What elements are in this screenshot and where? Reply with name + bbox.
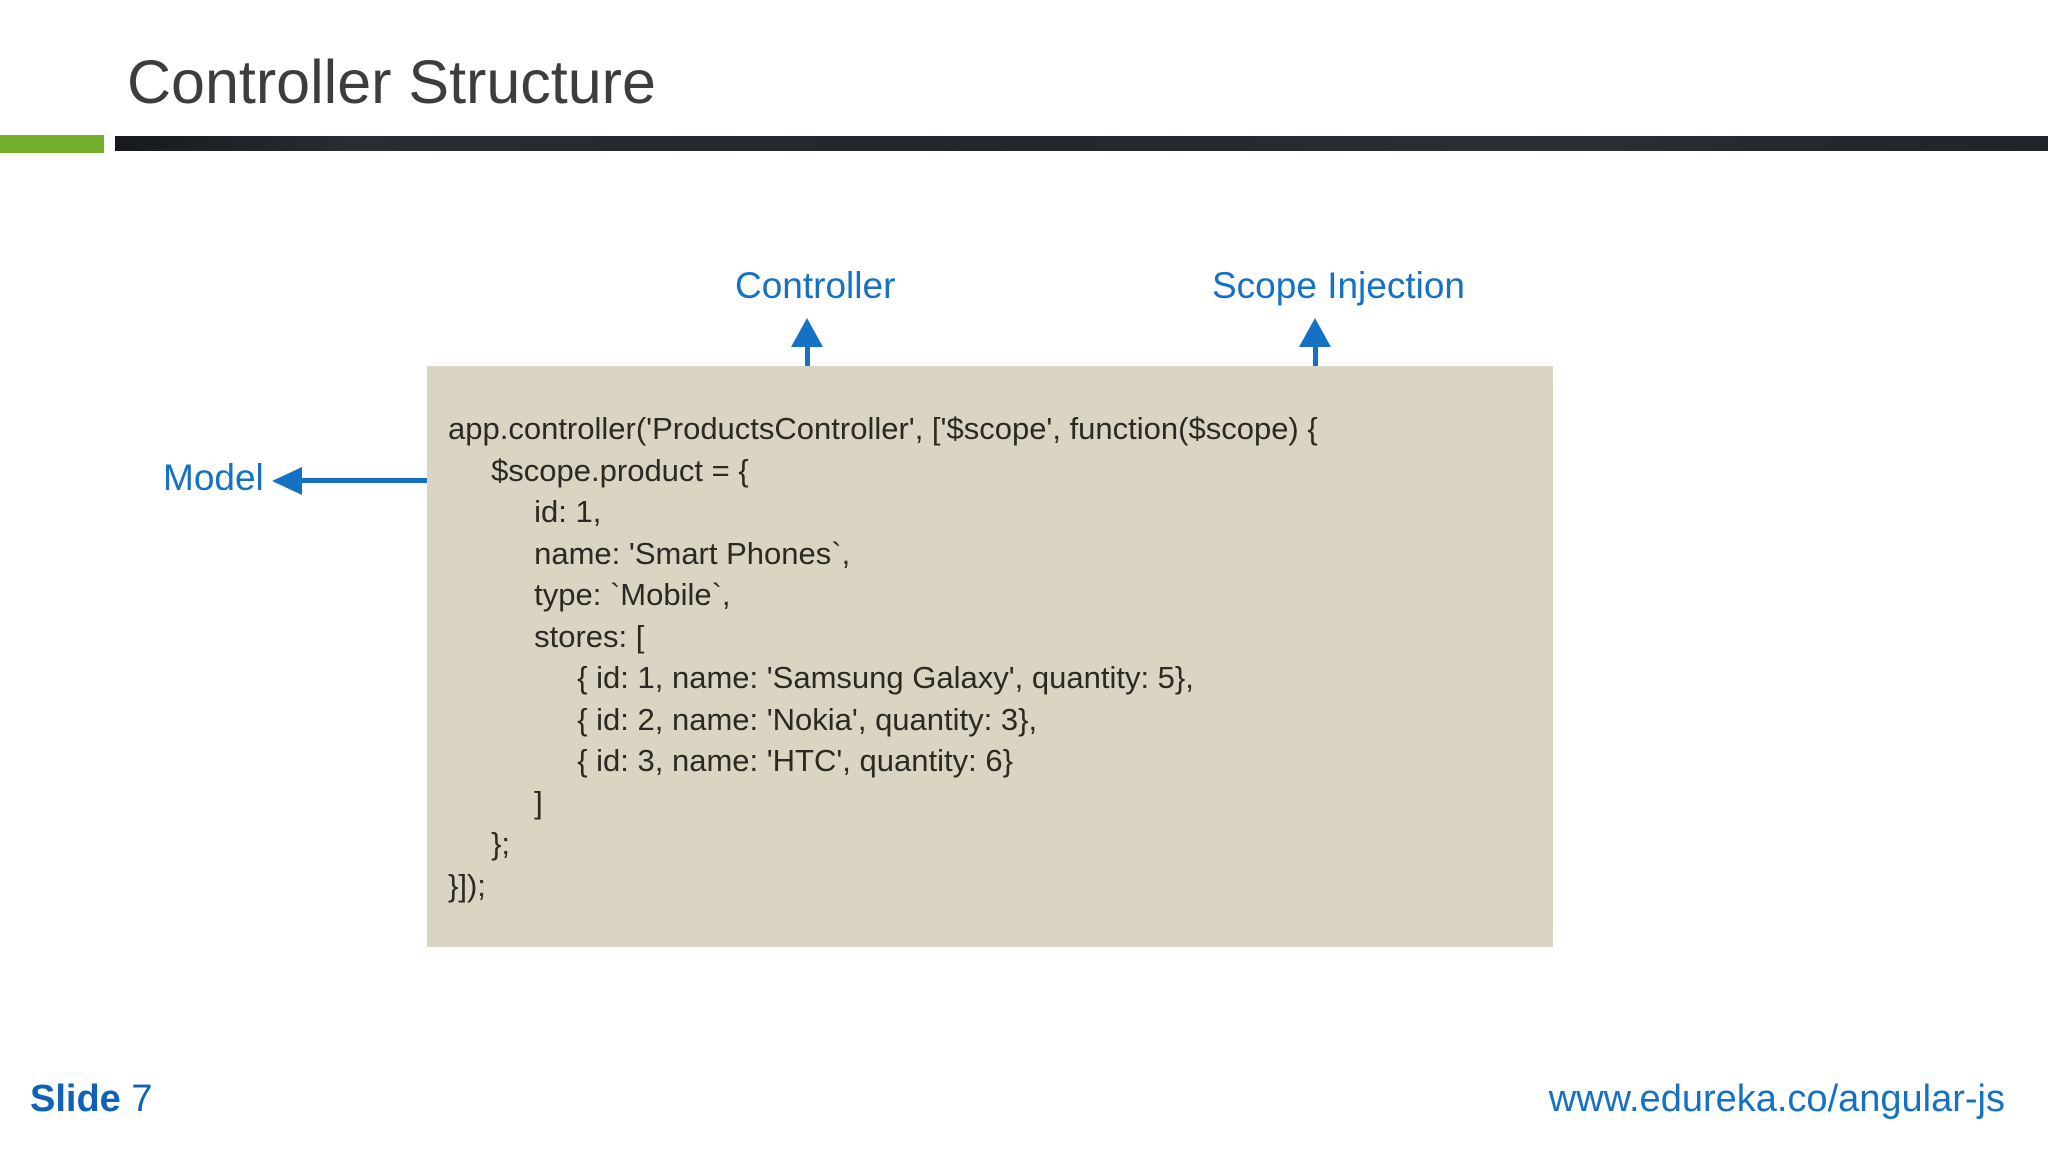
- scope-injection-callout-label: Scope Injection: [1212, 265, 1466, 306]
- code-block: app.controller('ProductsController', ['$…: [427, 366, 1553, 947]
- model-arrowhead-icon: [272, 467, 302, 495]
- controller-callout-label: Controller: [735, 265, 896, 306]
- model-arrow-line: [300, 478, 478, 483]
- controller-arrowhead-icon: [791, 318, 823, 347]
- model-callout-label: Model: [163, 457, 264, 498]
- header-divider-bar: [115, 136, 2048, 151]
- slide-number-value: 7: [131, 1078, 153, 1120]
- page-title: Controller Structure: [127, 48, 656, 116]
- slide-number-label: Slide: [30, 1078, 121, 1120]
- code-snippet: app.controller('ProductsController', ['$…: [448, 411, 1318, 903]
- scope-injection-arrowhead-icon: [1299, 318, 1331, 347]
- green-accent-bar: [0, 135, 104, 153]
- footer-url-link[interactable]: www.edureka.co/angular-js: [1548, 1078, 2005, 1120]
- slide-number: Slide 7: [30, 1078, 153, 1121]
